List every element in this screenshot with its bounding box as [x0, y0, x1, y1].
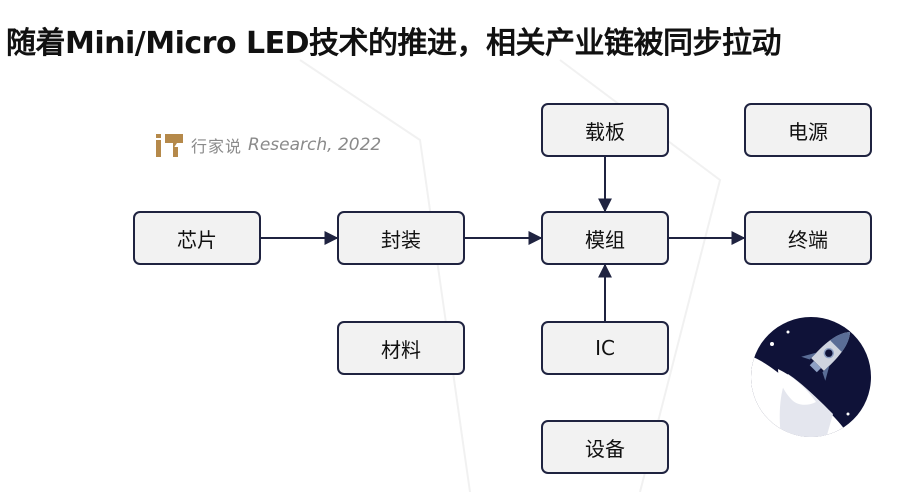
- page-title: 随着Mini/Micro LED技术的推进，相关产业链被同步拉动: [6, 26, 782, 61]
- watermark-prefix: 行家说: [191, 137, 243, 156]
- watermark: 行家说 Research, 2022: [155, 131, 381, 159]
- node-power: 电源: [744, 103, 872, 157]
- node-terminal: 终端: [744, 211, 872, 265]
- node-material: 材料: [337, 321, 465, 375]
- node-module: 模组: [541, 211, 669, 265]
- node-ic: IC: [541, 321, 669, 375]
- node-equipment: 设备: [541, 420, 669, 474]
- node-substrate: 载板: [541, 103, 669, 157]
- rocket-icon: [751, 317, 871, 437]
- node-chip: 芯片: [133, 211, 261, 265]
- watermark-suffix: Research, 2022: [248, 135, 382, 155]
- brand-logo-icon: [156, 134, 183, 157]
- node-package: 封装: [337, 211, 465, 265]
